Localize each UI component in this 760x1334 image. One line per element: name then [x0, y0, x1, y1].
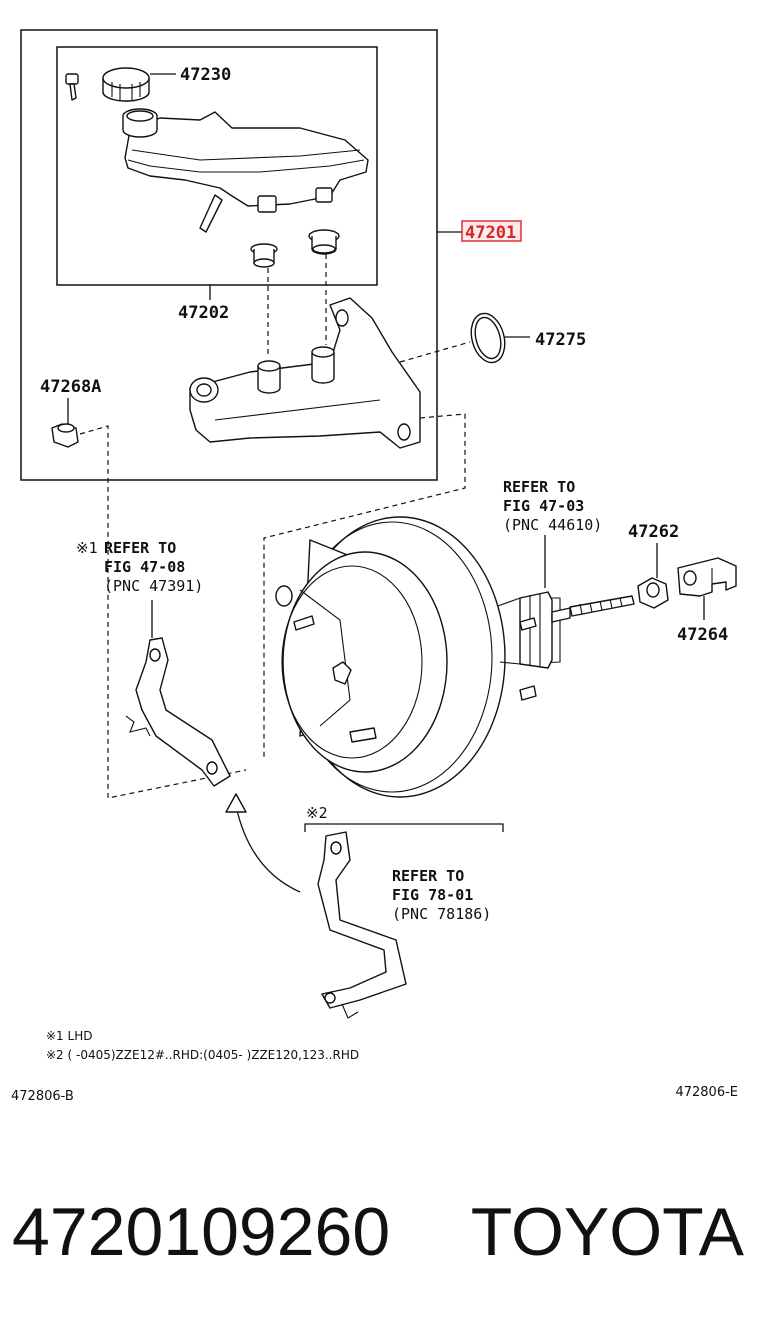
bracket-other-ref-line1: REFER TO: [392, 867, 464, 885]
code-right: 472806-E: [675, 1085, 738, 1100]
footer-brand: TOYOTA: [471, 1194, 745, 1270]
bracket-other: [317, 831, 407, 1019]
dash-alignment: [263, 413, 466, 760]
bracket-other-mark: ※2: [306, 804, 328, 822]
label-47275[interactable]: 47275: [535, 330, 586, 350]
push-rod-nut: [637, 577, 669, 609]
booster-ref-line3: (PNC 44610): [503, 516, 602, 534]
grommet-right: [308, 229, 340, 255]
label-47230[interactable]: 47230: [180, 65, 231, 85]
booster-ref-line1: REFER TO: [503, 478, 575, 496]
label-47201-highlight: [461, 220, 522, 242]
arrow-head: [225, 793, 247, 813]
clevis: [677, 557, 737, 597]
bracket-other-ref-line2: FIG 78-01: [392, 886, 473, 904]
reservoir-subframe: [56, 46, 378, 286]
bracket-lhd: [125, 637, 231, 787]
bracket-lhd-ref-line2: FIG 47-08: [104, 558, 185, 576]
bracket-lhd-mark: ※1: [76, 539, 98, 557]
label-47202[interactable]: 47202: [178, 303, 229, 323]
master-cylinder: [189, 297, 421, 449]
label-47264[interactable]: 47264: [677, 625, 728, 645]
label-47268a[interactable]: 47268A: [40, 377, 101, 397]
nut: [51, 423, 79, 448]
reservoir-screw: [65, 73, 79, 101]
note-2: ※2 ( -0405)ZZE12#..RHD:(0405- )ZZE120,12…: [46, 1048, 359, 1062]
label-47262[interactable]: 47262: [628, 522, 679, 542]
brake-booster: [275, 516, 635, 798]
assembly-frame: [20, 29, 438, 481]
bracket-other-ref-line3: (PNC 78186): [392, 905, 491, 923]
bracket-other-bracket-line: [304, 823, 504, 832]
grommet-left: [250, 243, 278, 268]
footer-part-number: 4720109260: [12, 1194, 390, 1270]
note-1: ※1 LHD: [46, 1029, 92, 1043]
reservoir-cap: [102, 67, 150, 102]
label-47201[interactable]: 47201: [465, 223, 516, 243]
dash-nut: [79, 425, 247, 799]
code-left: 472806-B: [11, 1089, 74, 1104]
o-ring: [470, 312, 506, 364]
arrow-curve: [235, 805, 301, 893]
bracket-lhd-ref-line3: (PNC 47391): [104, 577, 203, 595]
booster-ref-line2: FIG 47-03: [503, 497, 584, 515]
reservoir: [122, 108, 369, 233]
dash-oring: [399, 341, 471, 363]
bracket-lhd-ref-line1: REFER TO: [104, 539, 176, 557]
